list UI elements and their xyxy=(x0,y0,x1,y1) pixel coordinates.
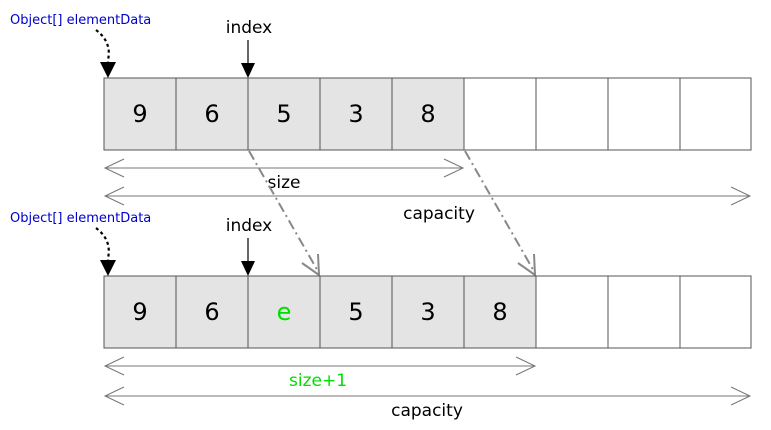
top-cell-6 xyxy=(535,77,609,151)
shift-arrows xyxy=(248,150,537,277)
top-cell-value-3: 3 xyxy=(348,100,363,128)
top-capacity-dimension xyxy=(103,186,752,206)
shift-arrowhead-index xyxy=(301,253,321,277)
bottom-cell-3 xyxy=(319,275,393,349)
bottom-reference-arrow xyxy=(95,227,110,264)
bottom-cell-7 xyxy=(607,275,681,349)
top-reference-arrow xyxy=(95,29,110,66)
top-cell-7 xyxy=(607,77,681,151)
bottom-cell-value-0: 9 xyxy=(132,298,147,326)
bottom-reference-arrowhead xyxy=(100,260,116,276)
bottom-cell-8 xyxy=(679,275,752,349)
bottom-reference-label: Object[] elementData xyxy=(10,211,151,226)
top-cell-value-1: 6 xyxy=(204,100,219,128)
bottom-cell-value-1: 6 xyxy=(204,298,219,326)
bottom-array: 9 6 e 5 3 8 xyxy=(103,275,752,349)
bottom-capacity-label: capacity xyxy=(391,401,463,421)
bottom-cell-value-inserted: e xyxy=(277,298,292,326)
bottom-cell-0 xyxy=(103,275,177,349)
bottom-cell-value-3: 5 xyxy=(348,298,363,326)
top-array: 9 6 5 3 8 xyxy=(103,77,752,151)
top-cell-5 xyxy=(463,77,537,151)
shift-arrow-index xyxy=(248,150,320,274)
top-index-label: index xyxy=(226,18,273,38)
bottom-cell-value-5: 8 xyxy=(492,298,507,326)
bottom-cell-5 xyxy=(463,275,537,349)
top-reference-label: Object[] elementData xyxy=(10,13,151,28)
top-cell-8 xyxy=(679,77,752,151)
bottom-index-arrowhead xyxy=(241,261,255,276)
bottom-cell-2 xyxy=(247,275,321,349)
bottom-size-label: size+1 xyxy=(289,371,347,391)
bottom-section: Object[] elementData index 9 6 e 5 3 8 xyxy=(10,211,752,421)
bottom-cell-1 xyxy=(175,275,249,349)
bottom-cell-6 xyxy=(535,275,609,349)
shift-arrow-end xyxy=(464,150,536,274)
top-section: Object[] elementData index 9 6 5 3 8 xyxy=(10,13,752,224)
top-cell-2 xyxy=(247,77,321,151)
top-size-dimension xyxy=(103,158,465,178)
top-cell-value-0: 9 xyxy=(132,100,147,128)
top-cell-value-2: 5 xyxy=(276,100,291,128)
bottom-cell-value-4: 3 xyxy=(420,298,435,326)
top-capacity-label: capacity xyxy=(403,204,475,224)
top-reference-arrowhead xyxy=(100,62,116,78)
bottom-size-dimension xyxy=(103,356,537,376)
bottom-cell-4 xyxy=(391,275,465,349)
top-size-label: size xyxy=(268,173,301,193)
top-cell-value-4: 8 xyxy=(420,100,435,128)
bottom-capacity-dimension xyxy=(103,386,752,406)
shift-arrowhead-end xyxy=(517,253,537,277)
top-index-arrowhead xyxy=(241,63,255,78)
top-cell-1 xyxy=(175,77,249,151)
bottom-index-label: index xyxy=(226,216,273,236)
